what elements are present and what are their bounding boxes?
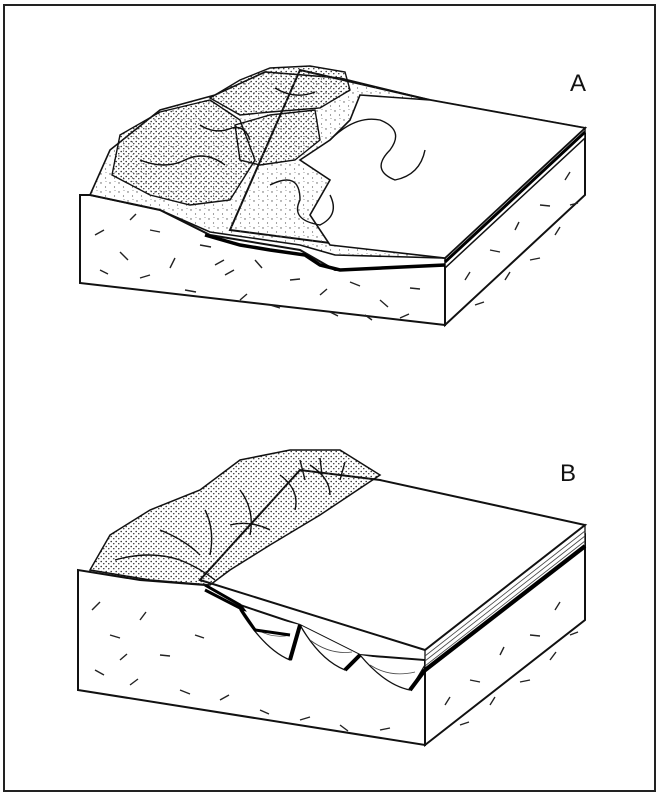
block-diagram-b: B: [0, 420, 665, 797]
block-diagram-a: A: [0, 0, 665, 400]
panel-label-a: A: [570, 70, 586, 98]
panel-label-b: B: [560, 460, 576, 488]
block-diagram-a-svg: [0, 0, 665, 400]
